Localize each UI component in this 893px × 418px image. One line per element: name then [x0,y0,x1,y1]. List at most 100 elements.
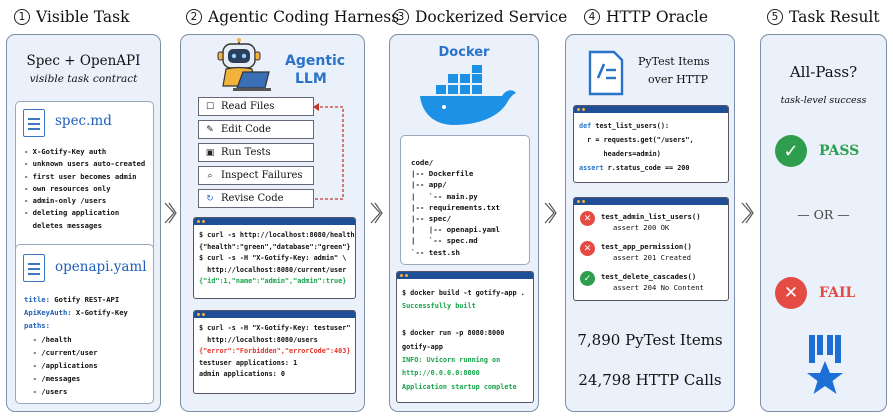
tree-line: | `-- spec.md [411,236,478,246]
file-icon: ☐ [205,101,215,112]
agentic-harness-panel: Agentic LLM ☐ Read Files ✎ Edit Code ▣ R… [180,34,365,412]
list-item: - own resources only [24,183,111,193]
document-icon [23,109,45,137]
terminal-line: $ docker run -p 8080:8000 [402,329,505,338]
test-detail: assert 200 OK [613,223,670,232]
list-item: deletes messages [24,220,102,230]
list-item: - /messages [24,374,81,384]
terminal-title-bar [397,272,533,279]
pytest-code: def test_list_users(): r = requests.get(… [574,113,728,180]
pytest-item-count: 7,890 PyTest Items [577,331,723,349]
terminal-line: Successfully built [402,302,476,311]
tree-line: |-- Dockerfile [411,169,474,179]
openapi-yaml-card: openapi.yaml title: Gotify REST-API ApiK… [15,244,154,404]
stage-number: 3 [393,9,409,25]
panel-subheading: visible task contract [29,73,138,85]
list-item: - first user becomes admin [24,171,137,181]
task-result-panel: All-Pass? task-level success ✓ PASS — OR… [760,34,887,412]
code-line: r = requests.get("/users", [579,136,694,144]
chevron-right-icon [741,202,754,224]
repo-tree-card: code/ |-- Dockerfile |-- app/ | `-- main… [400,135,530,265]
test-name: test_admin_list_users() [601,212,701,221]
terminal-window-permissions: $ curl -s -H "X-Gotify-Key: testuser" \ … [193,310,356,394]
pass-check-icon: ✓ [775,135,807,167]
terminal-window-docker: $ docker build -t gotify-app . Successfu… [396,271,534,403]
code-line: def test_list_users(): [579,122,670,130]
llm-label-line-1: Agentic [285,53,346,69]
pass-label: PASS [819,143,860,159]
list-item: - X-Gotify-Key auth [24,147,107,156]
tree-line: | `-- main.py [411,191,478,201]
pytest-code-window: def test_list_users(): r = requests.get(… [573,105,729,183]
action-label: Revise Code [221,193,284,204]
test-name: test_app_permission() [601,242,692,251]
test-document-icon [588,50,624,96]
tree-line: | |-- openapi.yaml [411,225,500,235]
pass-check-icon: ✓ [580,271,595,286]
stage-title-2: 2 Agentic Coding Harness [186,6,399,28]
stage-number: 4 [584,9,600,25]
chevron-right-icon [370,202,383,224]
docker-label: Docker [438,45,490,60]
stage-title-3: 3 Dockerized Service [393,6,567,28]
http-call-count: 24,798 HTTP Calls [578,371,722,389]
terminal-window-health: $ curl -s http://localhost:8080/health {… [193,217,356,299]
stage-label: Agentic Coding Harness [208,8,400,26]
code-line: assert r.status_code == 200 [579,164,690,172]
terminal-line: {"id":1,"name":"admin","admin":true} [199,277,347,286]
robot-icon [217,38,271,91]
tree-line: |-- requirements.txt [411,202,500,212]
test-result-row: ✕ test_admin_list_users() assert 200 OK [580,211,722,233]
spec-md-card: spec.md - X-Gotify-Key auth - unknown us… [15,101,154,251]
or-divider: — OR — [797,207,850,222]
fail-x-icon: ✕ [775,277,807,309]
spec-requirements-list: - X-Gotify-Key auth - unknown users auto… [24,146,145,232]
test-result-row: ✓ test_delete_cascades() assert 204 No C… [580,271,722,293]
stage-title-5: 5 Task Result [767,6,880,28]
action-read-files: ☐ Read Files [198,97,314,116]
result-subheading: task-level success [780,95,867,106]
terminal-output: $ curl -s http://localhost:8080/health {… [194,225,355,293]
fail-indicator: ✕ FAIL [775,277,855,309]
test-detail: assert 201 Created [613,253,691,262]
terminal-output: $ curl -s -H "X-Gotify-Key: testuser" \ … [194,318,355,386]
action-revise-code: ↻ Revise Code [198,189,314,208]
terminal-line: $ curl -s http://localhost:8080/health [199,231,355,239]
stage-label: HTTP Oracle [606,8,709,26]
action-edit-code: ✎ Edit Code [198,120,314,139]
stage-number: 1 [14,9,30,25]
fail-label: FAIL [819,285,856,301]
action-run-tests: ▣ Run Tests [198,143,314,162]
spec-file-name: spec.md [55,113,112,129]
action-inspect-failures: ⌕ Inspect Failures [198,166,314,185]
stage-title-4: 4 HTTP Oracle [584,6,708,28]
terminal-line: $ docker build -t gotify-app . [402,289,525,297]
terminal-line: {"health":"green","database":"green"} [199,242,351,251]
terminal-line: http://localhost:8080/current/user [199,265,347,274]
terminal-title-bar [194,311,355,318]
action-label: Run Tests [221,147,271,158]
chevron-right-icon [164,202,177,224]
result-heading: All-Pass? [789,63,858,81]
terminal-output: $ docker build -t gotify-app . Successfu… [397,279,533,399]
stage-label: Visible Task [36,8,130,26]
action-label: Inspect Failures [221,170,303,181]
terminal-line: http://localhost:8080/users [199,335,318,344]
terminal-line: $ curl -s -H "X-Gotify-Key: admin" \ [199,254,347,263]
badge-star-icon [807,335,843,394]
revise-loop-arrow [313,103,344,200]
terminal-line: $ curl -s -H "X-Gotify-Key: testuser" \ [199,324,356,332]
http-oracle-panel: PyTest Items over HTTP def test_list_use… [565,34,735,412]
terminal-line: INFO: Uvicorn running on [402,356,501,365]
test-result-row: ✕ test_app_permission() assert 201 Creat… [580,241,722,263]
llm-label-line-2: LLM [295,71,327,87]
terminal-line: http://0.0.0.0:8000 [402,369,480,378]
list-item: title: Gotify REST-API [24,295,120,304]
terminal-line: {"error":"Forbidden","errorCode":403} [199,347,351,356]
refresh-icon: ↻ [206,193,214,204]
terminal-title-bar [194,218,355,225]
tree-line: |-- app/ [411,180,447,190]
stage-label: Dockerized Service [415,8,568,26]
document-icon [23,254,45,282]
list-item: - unknown users auto-created [24,159,146,169]
